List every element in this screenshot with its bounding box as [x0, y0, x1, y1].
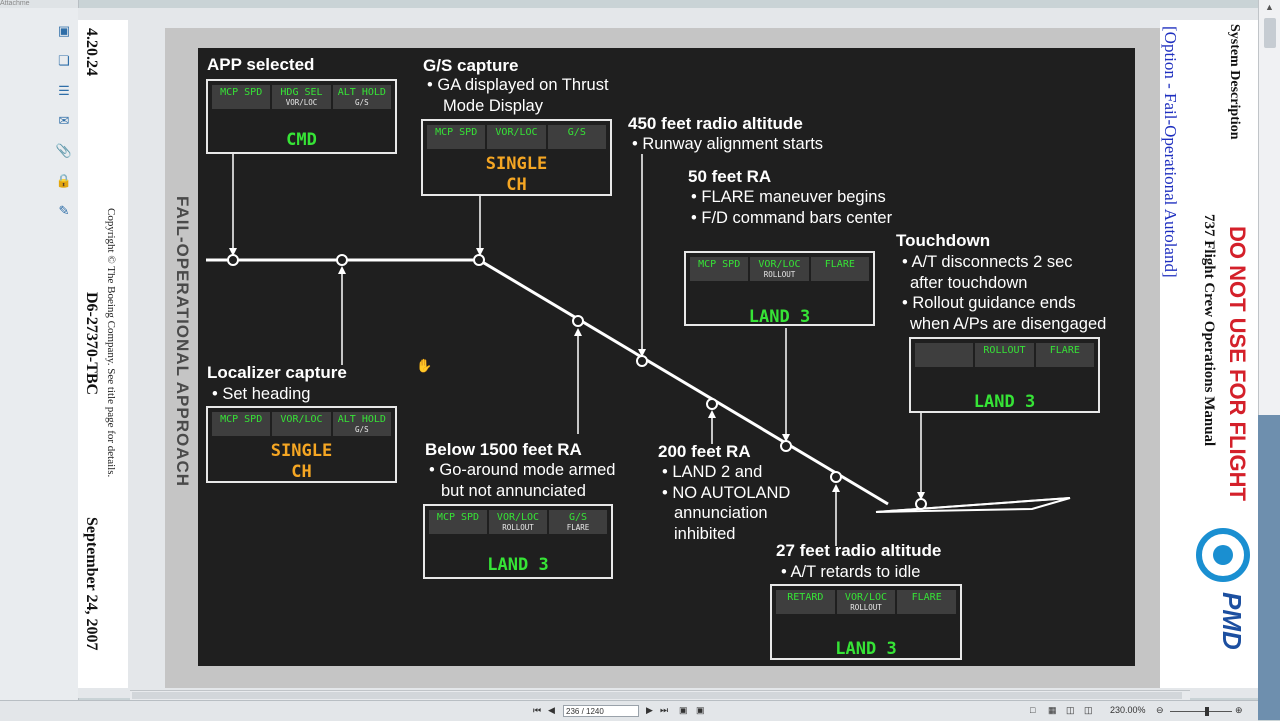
- touchdown-b3: • Rollout guidance ends: [902, 294, 1076, 312]
- below1500-b1: • Go-around mode armed: [429, 461, 616, 479]
- ra450-b1: • Runway alignment starts: [632, 135, 824, 153]
- fma-status: LAND 3: [835, 639, 897, 659]
- manual-title: 737 Flight Crew Operations Manual: [1201, 214, 1217, 447]
- app-selected-title: APP selected: [207, 55, 315, 74]
- pmd-logo-text: PMD: [1217, 592, 1247, 650]
- ra50-title: 50 feet RA: [688, 167, 772, 186]
- forward-view-icon[interactable]: ▣: [696, 705, 705, 715]
- continuous-facing-icon[interactable]: ◫: [1084, 705, 1093, 715]
- last-page-icon[interactable]: ⏭: [660, 705, 669, 715]
- fma-status-line2: CH: [291, 462, 312, 482]
- prev-page-icon[interactable]: ◀: [548, 705, 555, 715]
- page-icon[interactable]: ▣: [57, 23, 71, 38]
- back-view-icon[interactable]: ▣: [679, 705, 688, 715]
- ra50-b2: • F/D command bars center: [691, 209, 893, 227]
- ra200-title: 200 feet RA: [658, 442, 751, 461]
- next-page-icon[interactable]: ▶: [646, 705, 653, 715]
- lock-icon[interactable]: 🔒: [55, 173, 73, 188]
- event-gs: [473, 254, 485, 266]
- document-number: D6-27370-TBC: [83, 292, 100, 396]
- fma-touchdown: ROLLOUT FLARE LAND 3: [909, 337, 1100, 413]
- vertical-scrollbar[interactable]: ▲: [1258, 0, 1280, 720]
- pmd-logo-icon: [1196, 528, 1250, 582]
- fma-status-line1: SINGLE: [485, 154, 548, 174]
- zoom-out-icon[interactable]: ⊖: [1156, 705, 1164, 715]
- pages-icon[interactable]: ❏: [58, 53, 70, 68]
- fma-status-line2: CH: [506, 175, 527, 195]
- event-loc: [336, 254, 348, 266]
- comments-icon[interactable]: ✉: [58, 113, 70, 128]
- fma-status: CMD: [286, 130, 317, 150]
- gs-capture-b1: • GA displayed on Thrust: [427, 76, 609, 94]
- autoland-diagram: FAIL-OPERATIONAL APPROACH APP selected G…: [173, 48, 1135, 666]
- status-bar: ⏮ ◀ 236 / 1240 ▶ ⏭ ▣ ▣ □ ▦ ◫ ◫ 230.00% ⊖…: [0, 700, 1258, 721]
- page-number-input[interactable]: 236 / 1240: [563, 705, 639, 717]
- system-description: System Description: [1227, 24, 1242, 140]
- option-link[interactable]: [Option - Fail-Operational Autoland]: [1161, 26, 1180, 278]
- zoom-in-icon[interactable]: ⊕: [1235, 705, 1243, 715]
- revision-number: 4.20.24: [83, 28, 100, 76]
- touchdown-b1: • A/T disconnects 2 sec: [902, 253, 1073, 271]
- fma-status: LAND 3: [973, 392, 1036, 412]
- event-450: [636, 355, 648, 367]
- event-touchdown: [915, 498, 927, 510]
- fma-status-line1: SINGLE: [270, 441, 333, 461]
- do-not-use-stamp: DO NOT USE FOR FLIGHT: [1225, 226, 1250, 501]
- layers-icon[interactable]: ☰: [58, 83, 70, 98]
- horizontal-scroll-thumb[interactable]: [132, 692, 1182, 699]
- below1500-title: Below 1500 feet RA: [425, 440, 582, 459]
- event-app: [227, 254, 239, 266]
- touchdown-title: Touchdown: [896, 231, 991, 250]
- loc-capture-title: Localizer capture: [207, 363, 347, 382]
- scroll-up-icon[interactable]: ▲: [1265, 2, 1274, 12]
- ra50-b1: • FLARE maneuver begins: [691, 188, 886, 206]
- touchdown-b4: when A/Ps are disengaged: [910, 315, 1107, 333]
- fma-status: LAND 3: [487, 555, 549, 575]
- hand-cursor-icon: ✋: [416, 358, 433, 373]
- vertical-scroll-thumb[interactable]: [1264, 18, 1276, 48]
- left-toolbar: Attachme ▣ ❏ ☰ ✉ 📎 🔒 ✎: [0, 0, 79, 720]
- gs-capture-b2: Mode Display: [443, 97, 543, 115]
- signature-icon[interactable]: ✎: [58, 203, 70, 218]
- gs-capture-title: G/S capture: [423, 56, 519, 75]
- page-left-margin: [78, 20, 128, 688]
- fma-gs-capture: MCP SPD VOR/LOC G/S SINGLE CH: [421, 119, 612, 196]
- zoom-slider[interactable]: [1170, 711, 1232, 712]
- continuous-page-icon[interactable]: ▦: [1048, 705, 1057, 715]
- event-1500: [572, 315, 584, 327]
- first-page-icon[interactable]: ⏮: [533, 705, 542, 715]
- ra200-b2: • NO AUTOLAND: [662, 484, 791, 502]
- document-date: September 24, 2007: [83, 517, 100, 651]
- ra27-title: 27 feet radio altitude: [776, 541, 942, 560]
- ra450-title: 450 feet radio altitude: [628, 114, 803, 133]
- vertical-approach-label: FAIL-OPERATIONAL APPROACH: [173, 196, 192, 488]
- attachment-icon[interactable]: 📎: [55, 143, 73, 158]
- single-page-icon[interactable]: □: [1030, 705, 1036, 715]
- attachments-tab[interactable]: Attachme: [0, 0, 78, 8]
- ra200-b4: inhibited: [674, 525, 736, 543]
- ra27-b1: • A/T retards to idle: [781, 563, 921, 581]
- fma-status: LAND 3: [748, 307, 811, 327]
- event-50: [780, 440, 792, 452]
- ra200-b3: annunciation: [674, 504, 768, 522]
- below1500-b2: but not annunciated: [441, 482, 586, 500]
- copyright-text: Copyright © The Boeing Company. See titl…: [105, 208, 117, 478]
- event-200: [706, 398, 718, 410]
- horizontal-scrollbar[interactable]: [130, 690, 1190, 701]
- touchdown-b2: after touchdown: [910, 274, 1028, 292]
- event-27: [830, 471, 842, 483]
- zoom-level[interactable]: 230.00%: [1110, 705, 1146, 715]
- facing-page-icon[interactable]: ◫: [1066, 705, 1075, 715]
- loc-capture-b1: • Set heading: [212, 385, 311, 403]
- ra200-b1: • LAND 2 and: [662, 463, 763, 481]
- zoom-slider-thumb[interactable]: [1205, 707, 1209, 716]
